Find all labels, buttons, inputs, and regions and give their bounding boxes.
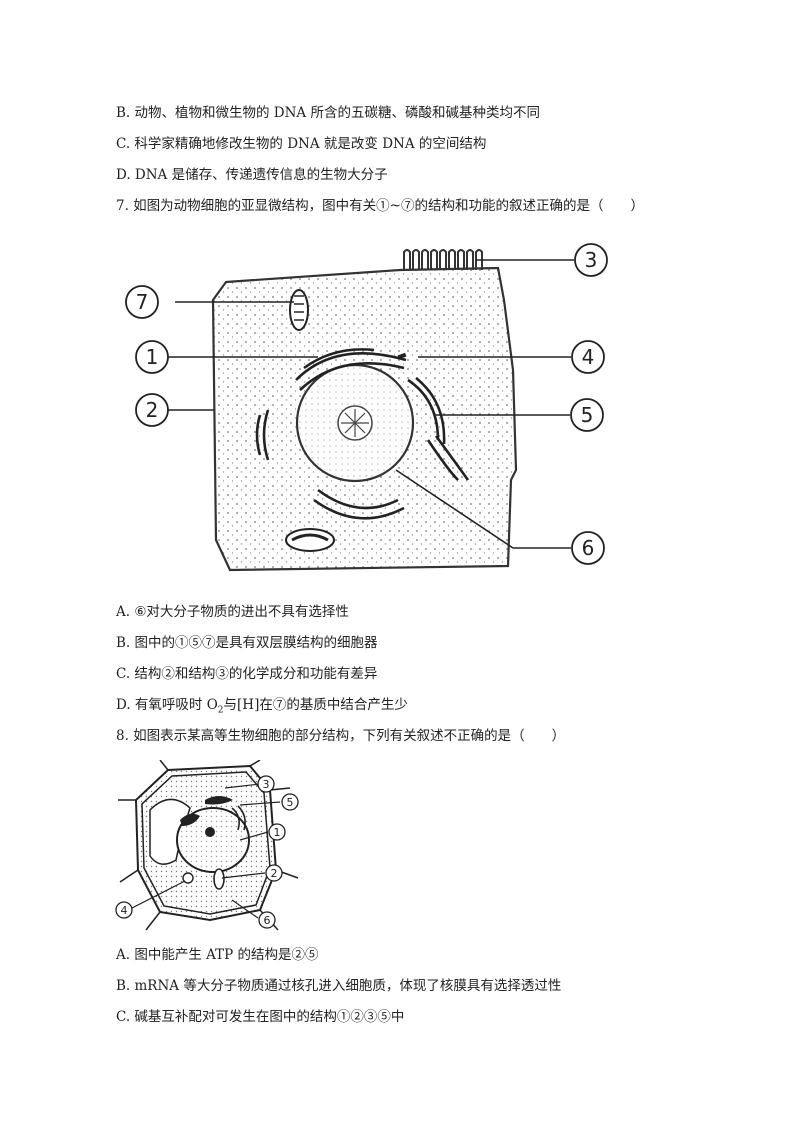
q7-option-d: D. 有氧呼吸时 O2与[H]在⑦的基质中结合产生少 (116, 697, 408, 716)
q7-option-c: C. 结构②和结构③的化学成分和功能有差异 (116, 666, 378, 682)
q8-label-1: 1 (274, 826, 281, 839)
q8-option-b: B. mRNA 等大分子物质通过核孔进入细胞质，体现了核膜具有选择透过性 (116, 978, 562, 994)
animal-cell-diagram: 7 1 2 3 4 5 6 (125, 243, 608, 572)
mitochondrion (213, 868, 225, 890)
q6-option-b: B. 动物、植物和微生物的 DNA 所含的五碳糖、磷酸和碱基种类均不同 (116, 105, 540, 121)
q6-option-d: D. DNA 是储存、传递遗传信息的生物大分子 (116, 167, 388, 183)
q8-label-5: 5 (287, 796, 294, 809)
q7-label-1: 1 (146, 345, 159, 369)
q7-label-5: 5 (581, 403, 594, 427)
q8-label-2: 2 (271, 867, 278, 880)
q7-label-4: 4 (582, 345, 595, 369)
q8-label-6: 6 (264, 914, 271, 927)
q7-label-2: 2 (146, 398, 159, 422)
nucleolus (205, 827, 215, 837)
q6-option-c: C. 科学家精确地修改生物的 DNA 就是改变 DNA 的空间结构 (116, 136, 487, 152)
golgi (205, 796, 233, 805)
q7-label-7: 7 (136, 290, 149, 314)
q8-stem: 8. 如图表示某高等生物细胞的部分结构，下列有关叙述不正确的是（ ） (116, 728, 566, 744)
plant-cell-diagram: 3 5 1 2 4 6 (115, 760, 299, 931)
q8-label-3: 3 (263, 778, 270, 791)
q7-label-3: 3 (585, 248, 598, 272)
endoplasmic-reticulum (255, 348, 470, 520)
microvilli (403, 249, 483, 270)
mitochondrion-bottom (285, 528, 335, 552)
ribosome-cluster (182, 872, 194, 884)
q7-stem: 7. 如图为动物细胞的亚显微结构，图中有关①~⑦的结构和功能的叙述正确的是（ ） (116, 198, 644, 214)
q7-label-6: 6 (582, 536, 595, 560)
q7-option-b: B. 图中的①⑤⑦是具有双层膜结构的细胞器 (116, 635, 378, 651)
q8-option-a: A. 图中能产生 ATP 的结构是②⑤ (116, 947, 319, 963)
q8-option-c: C. 碱基互补配对可发生在图中的结构①②③⑤中 (116, 1009, 405, 1025)
centriole (397, 352, 407, 360)
mitochondrion-top (289, 289, 309, 331)
q8-label-4: 4 (121, 904, 128, 917)
q7-option-a: A. ⑥对大分子物质的进出不具有选择性 (116, 604, 349, 620)
